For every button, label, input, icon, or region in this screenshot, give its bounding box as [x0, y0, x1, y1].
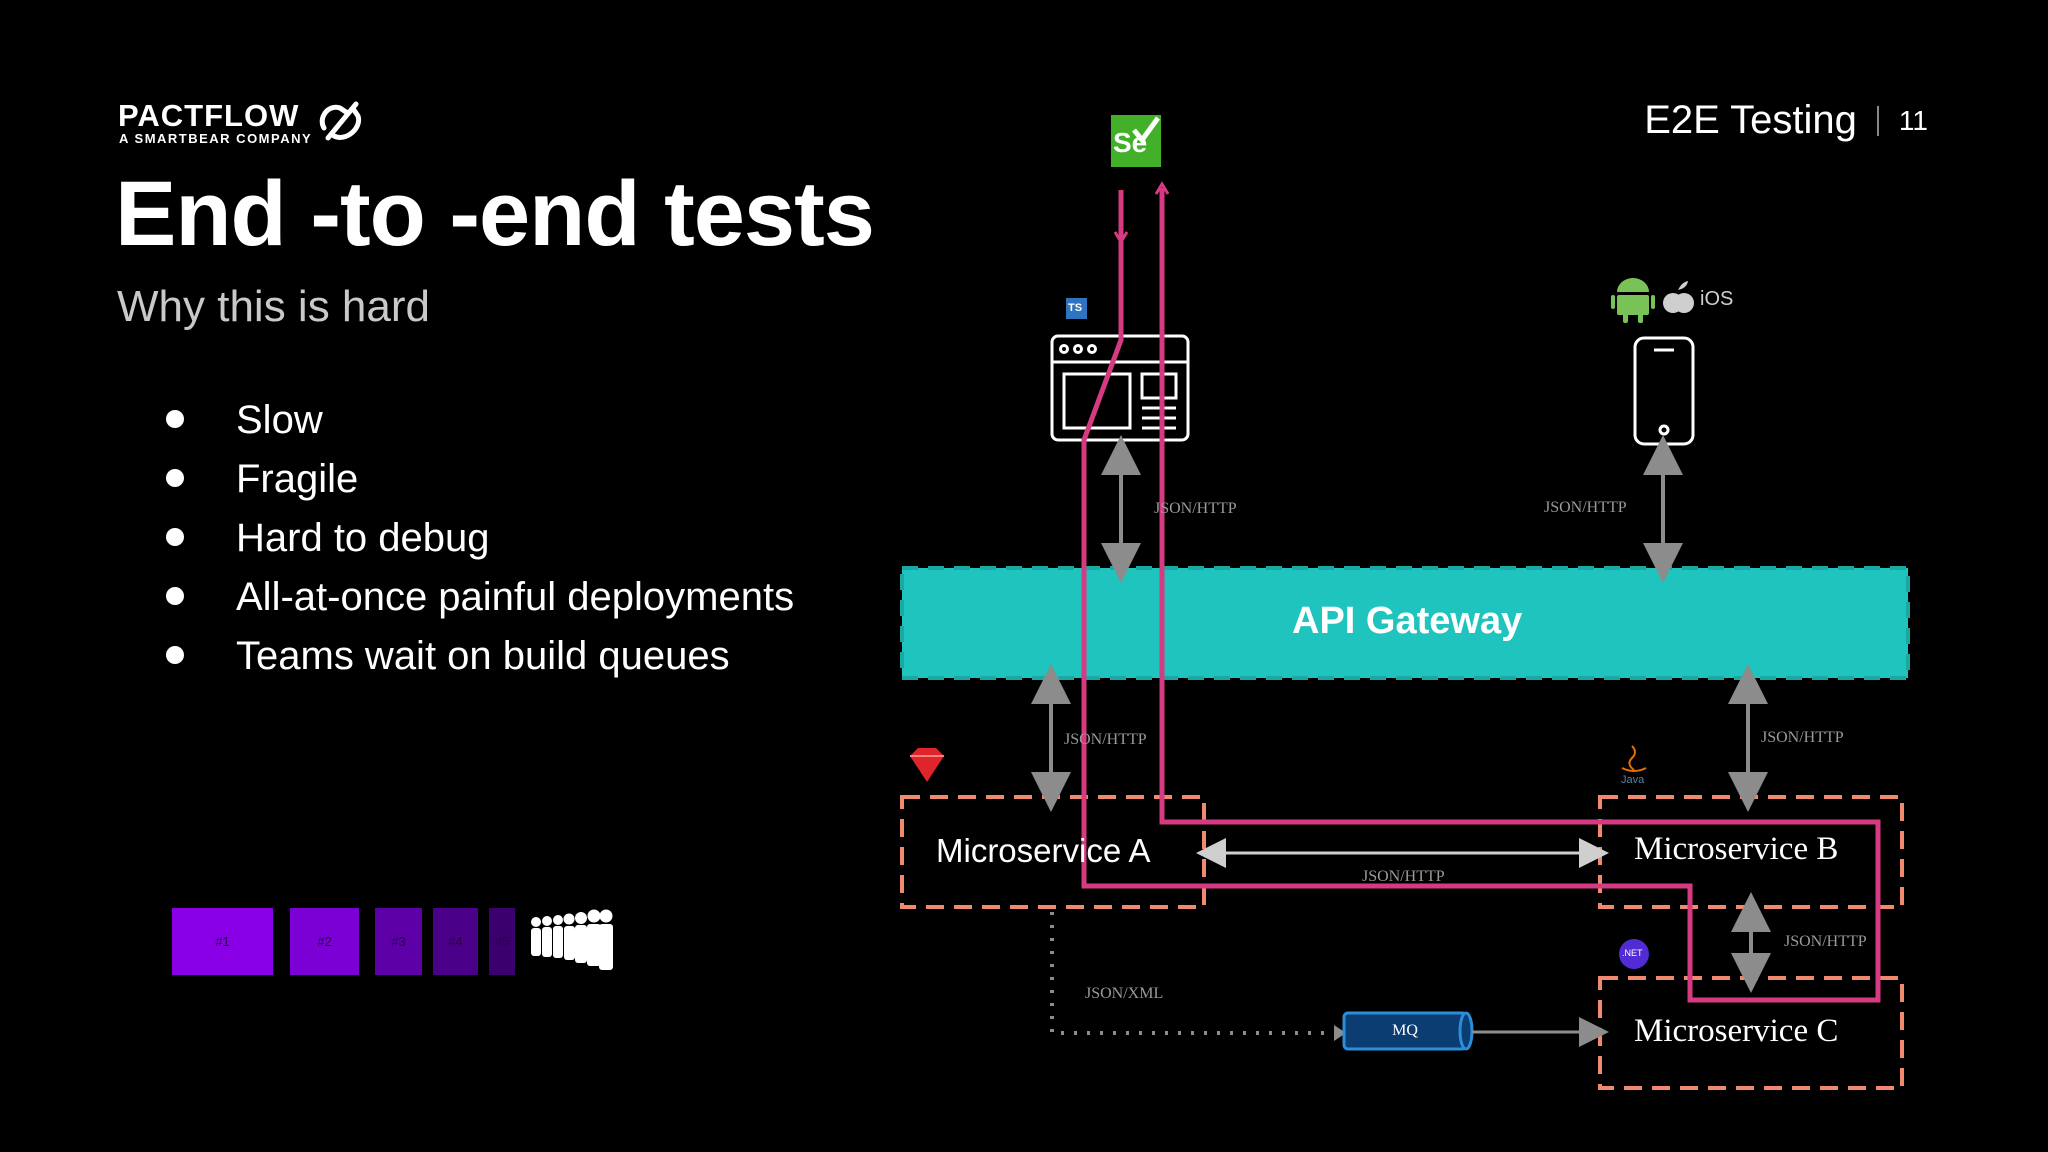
page-number: 11 — [1898, 104, 1928, 136]
pactflow-logo-icon — [319, 101, 362, 141]
ruby-icon — [910, 748, 944, 782]
microservice-a-label: Microservice A — [936, 832, 1151, 869]
flow-up-arrow — [1154, 181, 1170, 195]
a-mq-arrowhead — [1334, 1025, 1346, 1041]
edge-label-web-gateway: JSON/HTTP — [1154, 500, 1237, 517]
header-divider — [1876, 105, 1879, 136]
mobile-phone-icon — [1633, 336, 1695, 446]
edge-label-a-mq: JSON/XML — [1085, 985, 1164, 1002]
mq-label: MQ — [1392, 1022, 1418, 1039]
flow-down-arrow — [1113, 231, 1129, 245]
queue-item-5: #5 — [489, 908, 515, 975]
slide-title: End -to -end tests — [115, 163, 875, 265]
web-browser-icon — [1050, 334, 1190, 442]
mq-queue — [1342, 1011, 1474, 1051]
microservice-c-label: Microservice C — [1634, 1013, 1839, 1049]
java-icon — [1621, 745, 1647, 772]
section-title: E2E Testing — [1644, 98, 1857, 142]
edge-label-gateway-a: JSON/HTTP — [1064, 731, 1147, 748]
queue-item-3: #3 — [375, 908, 422, 975]
api-gateway-box — [902, 568, 1908, 678]
bullet-item: All-at-once painful deployments — [160, 573, 794, 632]
edge-label-b-c: JSON/HTTP — [1784, 933, 1867, 950]
queue-item-2: #2 — [290, 908, 359, 975]
api-gateway-border — [900, 566, 1910, 680]
queue-item-4: #4 — [433, 908, 478, 975]
section-header: E2E Testing 11 — [1644, 98, 1928, 143]
edge-label-gateway-b: JSON/HTTP — [1761, 729, 1844, 746]
ios-label: iOS — [1700, 288, 1734, 310]
queue-item-1: #1 — [172, 908, 273, 975]
apple-icon — [1663, 281, 1694, 313]
typescript-badge — [1066, 298, 1087, 319]
bullet-dot — [166, 646, 184, 664]
dotnet-label: .NET — [1622, 948, 1643, 958]
java-label: Java — [1621, 774, 1645, 786]
pactflow-logo-text: PACTFLOW — [118, 98, 300, 133]
selenium-logo — [1111, 115, 1161, 167]
bullet-list: Slow Fragile Hard to debug All-at-once p… — [160, 396, 794, 691]
api-gateway-label: API Gateway — [1292, 600, 1523, 642]
people-queue-icon — [531, 909, 613, 976]
bullet-item: Fragile — [160, 455, 794, 514]
bullet-dot — [166, 587, 184, 605]
ts-text: TS — [1068, 302, 1083, 314]
edge-label-mobile-gateway: JSON/HTTP — [1544, 499, 1627, 516]
bullet-dot — [166, 410, 184, 428]
bullet-dot — [166, 469, 184, 487]
slide-subtitle: Why this is hard — [117, 282, 430, 331]
bullet-dot — [166, 528, 184, 546]
microservice-b-label: Microservice B — [1634, 831, 1839, 867]
bullet-item: Teams wait on build queues — [160, 632, 794, 691]
edge-label-a-b: JSON/HTTP — [1362, 868, 1445, 885]
bullet-item: Hard to debug — [160, 514, 794, 573]
android-icon — [1611, 278, 1655, 323]
pactflow-tagline: A SMARTBEAR COMPANY — [119, 131, 313, 146]
e2e-test-flow-path — [1081, 188, 1881, 1003]
selenium-text: Se — [1113, 127, 1148, 158]
bullet-item: Slow — [160, 396, 794, 455]
a-mq-dotted-path — [1050, 912, 1336, 1035]
dotnet-badge — [1619, 939, 1649, 969]
